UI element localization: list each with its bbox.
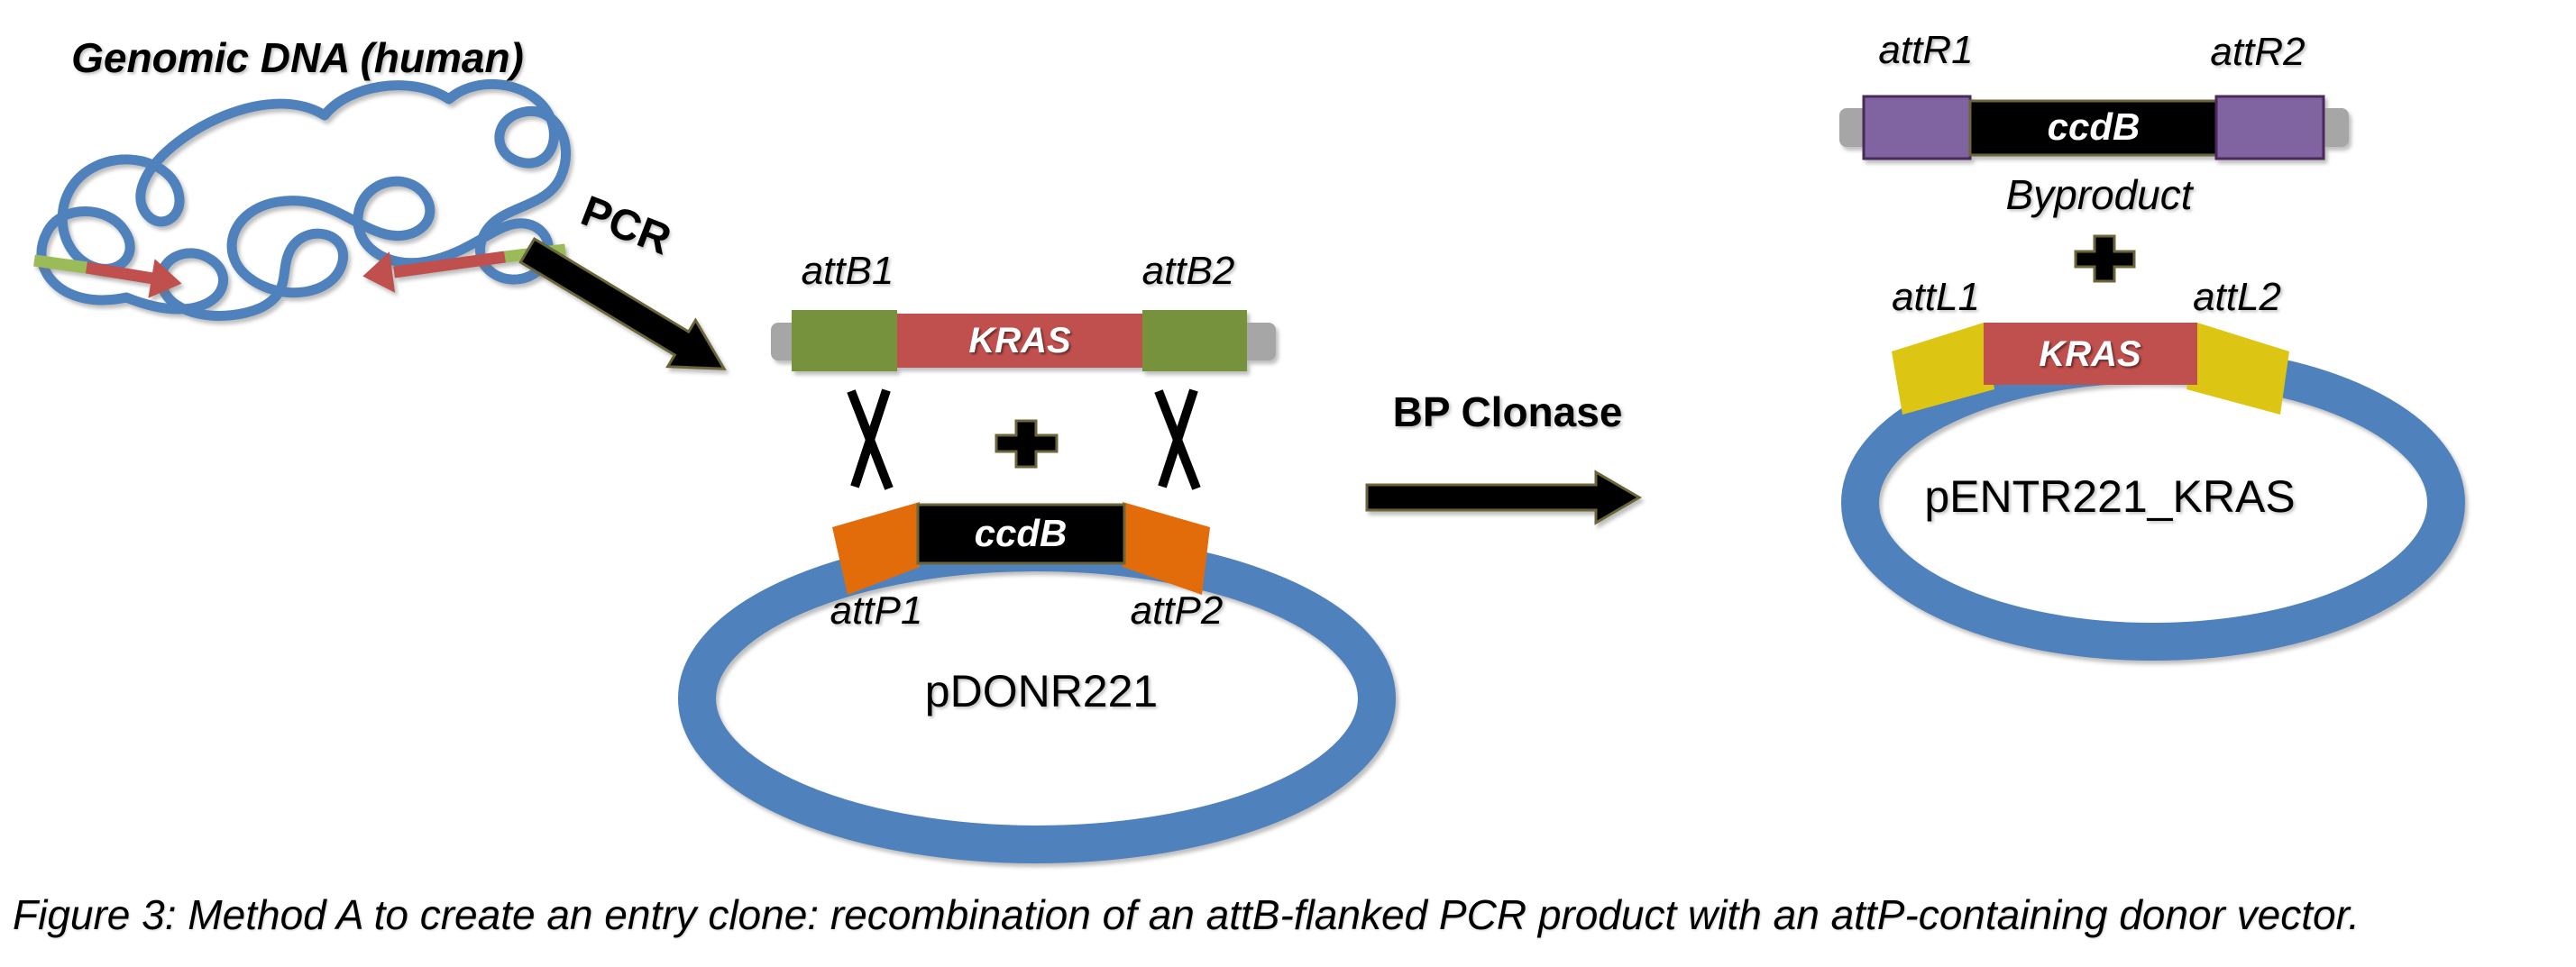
forward-primer-icon	[33, 254, 182, 298]
figure-caption: Figure 3: Method A to create an entry cl…	[13, 891, 2360, 938]
pcr-arrow-icon	[518, 237, 727, 370]
pentr221-kras-label: pENTR221_KRAS	[1924, 471, 2296, 522]
bp-clonase-arrow-icon	[1365, 470, 1642, 525]
ccdb-label-byproduct: ccdB	[2047, 105, 2141, 148]
forward-primer-shaft	[85, 261, 155, 285]
attr1-box	[1862, 95, 1972, 160]
attb2-label: attB2	[1141, 249, 1235, 293]
attl1-label: attL1	[1892, 275, 1980, 319]
reverse-primer-shaft	[393, 251, 506, 278]
forward-primer-arrowhead	[148, 259, 182, 298]
genomic-dna-strand	[36, 78, 572, 321]
plus-icon-left	[995, 419, 1059, 469]
ccdb-box-byproduct	[1968, 99, 2218, 157]
attr2-label: attR2	[2210, 30, 2306, 74]
genomic-dna-label: Genomic DNA (human)	[71, 34, 524, 81]
byproduct-construct	[1839, 95, 2349, 160]
plus-icon-right	[2074, 234, 2136, 283]
crossover-stroke	[1158, 388, 1198, 488]
attp2-label: attP2	[1130, 588, 1224, 633]
crossover-right-icon	[1154, 388, 1201, 490]
attp1-label: attP1	[830, 588, 923, 633]
attl1-box	[1892, 323, 1994, 415]
attr2-box	[2214, 95, 2325, 160]
forward-primer-tail	[33, 254, 87, 274]
kras-box-entry-clone	[1984, 323, 2197, 385]
attb-pcr-product	[771, 310, 1276, 371]
kras-label-pcr-product: KRAS	[968, 321, 1071, 360]
ccdb-box-donor	[916, 503, 1126, 565]
crossover-stroke	[850, 388, 891, 488]
pdonr221-vector	[678, 502, 1396, 863]
pdonr221-label: pDONR221	[924, 666, 1159, 716]
kras-label-entry-clone: KRAS	[2039, 334, 2141, 374]
byproduct-label: Byproduct	[2005, 171, 2193, 218]
attb2-box	[1142, 310, 1247, 371]
bp-clonase-label: BP Clonase	[1392, 388, 1623, 435]
attl2-label: attL2	[2193, 275, 2281, 319]
ccdb-label-donor: ccdB	[974, 512, 1068, 554]
attp2-box	[1123, 502, 1210, 595]
pentr221-kras-vector	[1841, 323, 2465, 661]
attl2-box	[2186, 323, 2289, 415]
attr1-label: attR1	[1878, 28, 1974, 72]
crossover-left-icon	[847, 388, 894, 490]
attb1-box	[792, 310, 897, 371]
attp1-box	[832, 502, 920, 595]
attb1-label: attB1	[801, 249, 894, 293]
kras-box-pcr-product	[897, 314, 1142, 368]
reverse-primer-arrowhead	[362, 251, 396, 293]
